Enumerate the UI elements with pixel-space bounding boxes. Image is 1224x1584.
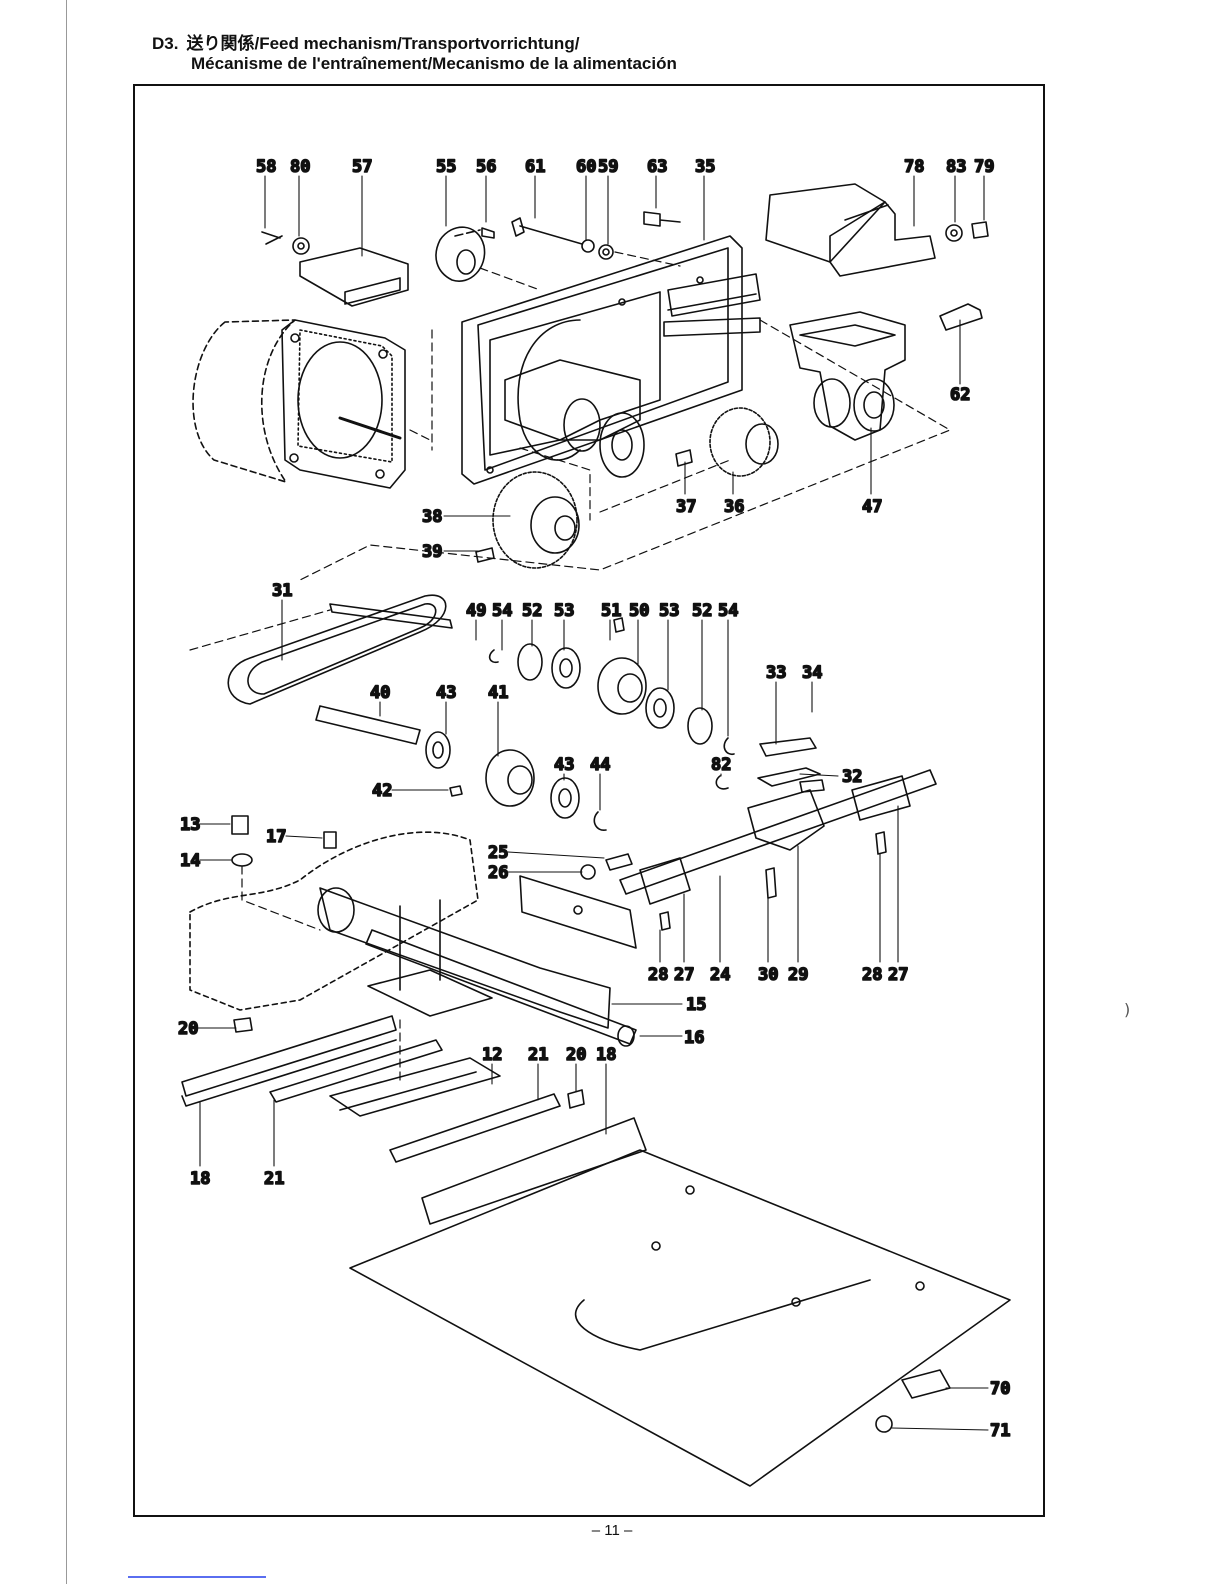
part-label: 36 — [724, 497, 744, 517]
motor-drawing — [193, 320, 405, 488]
part-label: 78 — [904, 157, 924, 177]
part-label: 43 — [436, 683, 456, 703]
part-label: 27 — [674, 965, 694, 985]
part-label: 53 — [554, 601, 574, 621]
part-label: 70 — [990, 1379, 1010, 1399]
part-label: 29 — [788, 965, 808, 985]
part-number-labels: 58 80 57 55 56 61 60 59 63 35 78 83 79 6… — [178, 157, 1010, 1441]
part-label: 79 — [974, 157, 994, 177]
part-label: 44 — [590, 755, 610, 775]
part-label: 16 — [684, 1028, 704, 1048]
part-label: 21 — [528, 1045, 548, 1065]
part-label: 28 — [648, 965, 668, 985]
part-label: 60 — [576, 157, 596, 177]
part-label: 34 — [802, 663, 822, 683]
assembly-lines — [190, 252, 950, 1080]
bed-plate-drawing — [350, 1150, 1010, 1486]
part-label: 28 — [862, 965, 882, 985]
carriage-drawing — [182, 816, 646, 1224]
part-label: 55 — [436, 157, 456, 177]
part-label: 49 — [466, 601, 486, 621]
part-label: 43 — [554, 755, 574, 775]
part-label: 83 — [946, 157, 966, 177]
part-label: 20 — [178, 1019, 198, 1039]
part-label: 71 — [990, 1421, 1010, 1441]
part-label: 61 — [525, 157, 545, 177]
part-label: 14 — [180, 851, 200, 871]
part-label: 50 — [629, 601, 649, 621]
leader-lines — [198, 176, 988, 1430]
part-label: 33 — [766, 663, 786, 683]
part-label: 80 — [290, 157, 310, 177]
part-label: 52 — [692, 601, 712, 621]
part-label: 41 — [488, 683, 508, 703]
part-label: 24 — [710, 965, 730, 985]
part-label: 27 — [888, 965, 908, 985]
part-label: 40 — [370, 683, 390, 703]
part-label: 25 — [488, 843, 508, 863]
part-label: 15 — [686, 995, 706, 1015]
part-label: 39 — [422, 542, 442, 562]
part-label: 30 — [758, 965, 778, 985]
margin-mark: ) — [1124, 1000, 1130, 1019]
part-label: 21 — [264, 1169, 284, 1189]
part-label: 32 — [842, 767, 862, 787]
part-label: 63 — [647, 157, 667, 177]
housing-drawing — [455, 230, 760, 484]
page-number: – 11 – — [0, 1522, 1224, 1539]
part-label: 62 — [950, 385, 970, 405]
part-label: 18 — [190, 1169, 210, 1189]
part-label: 54 — [718, 601, 738, 621]
part-label: 82 — [711, 755, 731, 775]
part-label: 26 — [488, 863, 508, 883]
part-label: 12 — [482, 1045, 502, 1065]
part-label: 57 — [352, 157, 372, 177]
part-label: 54 — [492, 601, 512, 621]
part-label: 42 — [372, 781, 392, 801]
part-label: 38 — [422, 507, 442, 527]
bearing-block-drawing — [790, 312, 905, 440]
part-label: 47 — [862, 497, 882, 517]
small-parts-drawing — [262, 184, 988, 330]
belt-and-shaft-drawing — [228, 595, 734, 830]
part-label: 35 — [695, 157, 715, 177]
part-label: 13 — [180, 815, 200, 835]
part-label: 17 — [266, 827, 286, 847]
scan-edge-line — [128, 1576, 266, 1578]
part-label: 51 — [601, 601, 621, 621]
part-label: 56 — [476, 157, 496, 177]
part-label: 31 — [272, 581, 292, 601]
part-label: 52 — [522, 601, 542, 621]
part-label: 59 — [598, 157, 618, 177]
part-label: 58 — [256, 157, 276, 177]
part-label: 53 — [659, 601, 679, 621]
part-label: 37 — [676, 497, 696, 517]
part-label: 18 — [596, 1045, 616, 1065]
part-label: 20 — [566, 1045, 586, 1065]
